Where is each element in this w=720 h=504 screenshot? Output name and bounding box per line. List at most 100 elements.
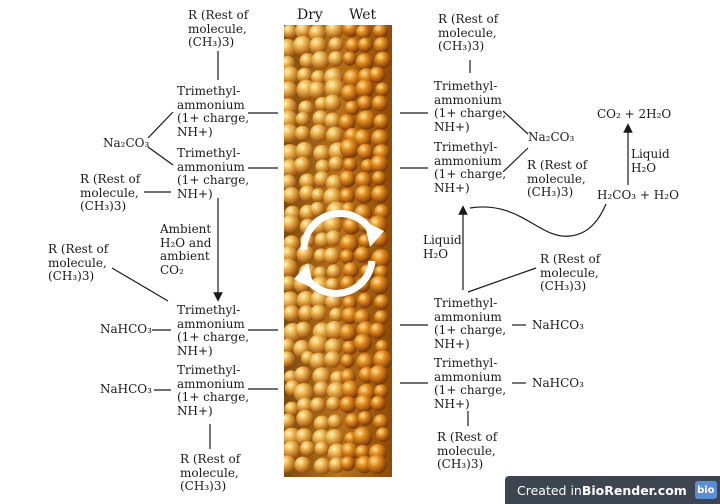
bead <box>371 249 391 269</box>
bead <box>373 37 390 54</box>
watermark-brand: BioRender.com <box>581 482 687 498</box>
bead <box>311 51 330 70</box>
bead <box>296 290 316 310</box>
bead <box>373 350 392 370</box>
bead <box>325 230 342 247</box>
bead <box>357 411 373 426</box>
bead <box>327 414 343 430</box>
liquid-h2o-top-label: Liquid H₂O <box>631 147 670 175</box>
bead <box>339 324 357 342</box>
bead <box>370 395 386 411</box>
bead <box>325 174 344 193</box>
bead <box>299 441 316 457</box>
bead <box>328 156 344 172</box>
right-r-group-bottom: R (Rest of molecule, (CH₃)3) <box>437 430 498 471</box>
bead <box>293 383 314 403</box>
bead <box>284 275 297 292</box>
bead <box>373 414 389 430</box>
sorbent-beads-image <box>284 25 392 477</box>
bead <box>324 338 343 357</box>
bead <box>339 138 360 159</box>
bead <box>355 171 372 189</box>
left-nahco3-2: NaHCO₃ <box>100 382 152 396</box>
bead <box>328 457 345 473</box>
h2co3-h2o-label: H₂CO₃ + H₂O <box>597 188 679 202</box>
left-r-group-top: R (Rest of molecule, (CH₃)3) <box>188 8 249 49</box>
bead <box>374 384 389 399</box>
bead <box>295 112 310 126</box>
bead <box>284 174 297 191</box>
bead <box>342 262 359 279</box>
bead <box>296 409 314 428</box>
ambient-h2o-co2-label: Ambient H₂O and ambient CO₂ <box>160 222 212 277</box>
bead <box>375 427 391 442</box>
bead <box>374 294 390 310</box>
bead <box>342 217 361 235</box>
left-r-group-lower: R (Rest of molecule, (CH₃)3) <box>48 242 109 283</box>
right-r-group-mid: R (Rest of molecule, (CH₃)3) <box>527 158 588 199</box>
bead <box>308 334 329 355</box>
bead <box>339 234 359 254</box>
bead <box>367 454 387 475</box>
bead <box>325 293 342 311</box>
bead <box>310 304 328 322</box>
bead <box>340 353 355 369</box>
bead <box>284 413 296 430</box>
bead <box>284 187 301 205</box>
bead <box>355 53 374 71</box>
bead <box>313 457 331 475</box>
bead <box>296 67 313 84</box>
bead <box>339 396 357 414</box>
bead <box>310 397 326 414</box>
bead <box>323 247 341 265</box>
right-ammonium-2: Trimethyl- ammonium (1+ charge, NH+) <box>434 140 507 195</box>
bead <box>373 114 390 130</box>
bead <box>284 66 300 86</box>
bead <box>344 413 361 429</box>
bead <box>326 264 342 279</box>
dry-header: Dry <box>297 7 323 23</box>
bead <box>310 201 325 217</box>
bead <box>284 291 300 311</box>
right-r-group-lower: R (Rest of molecule, (CH₃)3) <box>540 252 601 293</box>
biorender-watermark[interactable]: Created in BioRender.com bio <box>505 476 720 504</box>
bead <box>342 340 357 356</box>
bead <box>292 35 313 56</box>
bead <box>313 381 330 398</box>
bead <box>375 82 390 97</box>
bead <box>295 141 314 161</box>
bead <box>342 51 357 66</box>
bead <box>295 25 312 40</box>
right-ammonium-1: Trimethyl- ammonium (1+ charge, NH+) <box>434 79 507 134</box>
left-ammonium-3: Trimethyl- ammonium (1+ charge, NH+) <box>177 303 250 358</box>
bead <box>357 95 373 112</box>
bead <box>326 396 341 412</box>
bead <box>294 366 312 384</box>
bead <box>343 157 358 172</box>
left-ammonium-2: Trimethyl- ammonium (1+ charge, NH+) <box>177 146 250 201</box>
bead <box>342 295 358 311</box>
bead <box>339 249 355 264</box>
bead <box>368 365 389 385</box>
bead <box>284 305 300 322</box>
bead <box>353 129 372 148</box>
bead <box>342 25 360 37</box>
bead <box>356 110 377 130</box>
bead <box>354 185 374 204</box>
bead <box>295 321 312 338</box>
bead <box>308 81 326 99</box>
watermark-prefix: Created in <box>517 482 582 498</box>
bead <box>284 81 298 100</box>
left-na2co3: Na₂CO₃ <box>103 136 150 150</box>
right-ammonium-3: Trimethyl- ammonium (1+ charge, NH+) <box>434 296 507 351</box>
wet-header: Wet <box>349 7 377 23</box>
bead <box>373 310 389 325</box>
left-ammonium-1: Trimethyl- ammonium (1+ charge, NH+) <box>177 84 250 139</box>
bead <box>357 37 373 53</box>
bead <box>355 25 371 40</box>
bead <box>294 456 311 474</box>
bead <box>371 95 388 112</box>
left-r-group-bottom: R (Rest of molecule, (CH₃)3) <box>180 452 241 493</box>
bead <box>293 156 311 174</box>
bead <box>284 25 298 39</box>
